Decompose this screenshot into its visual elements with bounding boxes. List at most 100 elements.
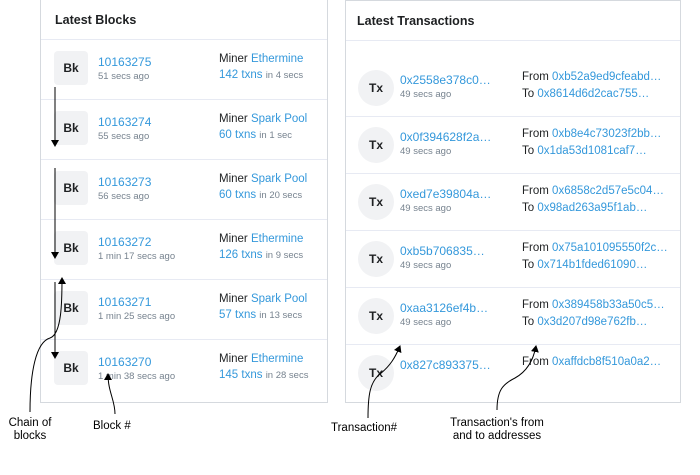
miner-label: Miner [219, 233, 248, 245]
txns-suffix: txns [235, 129, 257, 141]
transaction-to-line: To 0x1da53d1081caf7… [522, 145, 647, 157]
block-row: Bk 10163273 56 secs ago Miner Spark Pool 60 … [41, 160, 327, 220]
transaction-badge-icon: Tx [358, 355, 394, 391]
addresses-label: Transaction's from and to addresses [437, 417, 557, 443]
latest-blocks-title: Latest Blocks [41, 0, 327, 40]
miner-link[interactable]: Spark Pool [250, 293, 308, 305]
block-number-link[interactable]: 10163273 [98, 175, 152, 189]
from-address-link[interactable]: 0x389458b33a50c5… [552, 299, 665, 311]
block-number-link[interactable]: 10163270 [98, 355, 152, 369]
from-label: From [522, 71, 549, 83]
to-address-link[interactable]: 0x714b1fded61090… [537, 259, 648, 271]
txns-suffix: txns [241, 69, 263, 81]
chain-label-line1: Chain of [8, 417, 52, 429]
from-label: From [522, 128, 549, 140]
from-label: From [522, 242, 549, 254]
to-address-link[interactable]: 0x8614d6d2cac755… [537, 88, 650, 100]
miner-link[interactable]: Spark Pool [250, 113, 308, 125]
to-address-link[interactable]: 0x3d207d98e762fb… [537, 316, 648, 328]
block-miner-line: Miner Ethermine [219, 233, 303, 245]
miner-link[interactable]: Ethermine [250, 233, 304, 245]
chain-label-line2: blocks [13, 430, 47, 442]
transaction-badge-icon: Tx [358, 127, 394, 163]
block-badge-icon: Bk [54, 111, 88, 145]
from-address-link[interactable]: 0x6858c2d57e5c04… [552, 185, 664, 197]
to-address-link[interactable]: 0x1da53d1081caf7… [537, 145, 647, 157]
txns-count: 57 [219, 309, 232, 321]
block-age: 51 secs ago [98, 71, 150, 82]
block-txns-line: 60 txns in 1 sec [219, 129, 292, 141]
transaction-age: 49 secs ago [400, 89, 452, 100]
from-address-link[interactable]: 0xb8e4c73023f2bb… [552, 128, 662, 140]
txns-link[interactable]: 126 txns [219, 249, 262, 261]
block-age: 56 secs ago [98, 191, 150, 202]
block-age: 1 min 25 secs ago [98, 311, 176, 322]
from-label: From [522, 299, 549, 311]
block-badge-icon: Bk [54, 351, 88, 385]
addresses-label-line2: and to addresses [452, 430, 542, 442]
transaction-hash-link[interactable]: 0x0f394628f2a… [400, 130, 492, 144]
to-address-link[interactable]: 0x98ad263a95f1ab… [537, 202, 648, 214]
block-number-link[interactable]: 10163275 [98, 55, 152, 69]
block-time: in 4 secs [265, 70, 304, 81]
transaction-badge-icon: Tx [358, 241, 394, 277]
txns-link[interactable]: 142 txns [219, 69, 262, 81]
transaction-hash-link[interactable]: 0xaa3126ef4b… [400, 301, 489, 315]
transaction-age: 49 secs ago [400, 146, 452, 157]
block-txns-line: 60 txns in 20 secs [219, 189, 302, 201]
transaction-hash-link[interactable]: 0xed7e39804a… [400, 187, 492, 201]
txns-suffix: txns [235, 309, 257, 321]
transaction-hash-link[interactable]: 0x827c893375… [400, 358, 491, 372]
block-miner-line: Miner Spark Pool [219, 293, 307, 305]
addresses-label-line1: Transaction's from [450, 417, 544, 429]
txns-link[interactable]: 60 txns [219, 189, 256, 201]
block-number-label: Block # [93, 420, 131, 432]
transaction-hash-link[interactable]: 0x2558e378c0… [400, 73, 491, 87]
chain-of-blocks-label: Chain of blocks [3, 417, 57, 443]
block-number-link[interactable]: 10163272 [98, 235, 152, 249]
txns-count: 126 [219, 249, 239, 261]
transaction-badge-icon: Tx [358, 184, 394, 220]
block-time: in 13 secs [259, 310, 303, 321]
txns-suffix: txns [241, 369, 263, 381]
block-badge-icon: Bk [54, 231, 88, 265]
from-address-link[interactable]: 0x75a101095550f2c… [552, 242, 668, 254]
transaction-from-line: From 0xb52a9ed9cfeabd… [522, 71, 661, 83]
txns-link[interactable]: 60 txns [219, 129, 256, 141]
transaction-from-line: From 0xaffdcb8f510a0a2… [522, 356, 661, 368]
block-miner-line: Miner Ethermine [219, 353, 303, 365]
block-row: Bk 10163274 55 secs ago Miner Spark Pool 60 … [41, 100, 327, 160]
txns-link[interactable]: 145 txns [219, 369, 262, 381]
block-age: 55 secs ago [98, 131, 150, 142]
from-address-link[interactable]: 0xb52a9ed9cfeabd… [552, 71, 662, 83]
from-address-link[interactable]: 0xaffdcb8f510a0a2… [552, 356, 662, 368]
miner-label: Miner [219, 113, 248, 125]
transaction-hash-link[interactable]: 0xb5b706835… [400, 244, 485, 258]
to-label: To [522, 316, 535, 328]
block-number-link[interactable]: 10163274 [98, 115, 152, 129]
block-time: in 1 sec [259, 130, 293, 141]
block-miner-line: Miner Ethermine [219, 53, 303, 65]
transaction-badge-icon: Tx [358, 70, 394, 106]
miner-link[interactable]: Spark Pool [250, 173, 308, 185]
miner-link[interactable]: Ethermine [250, 53, 304, 65]
transaction-age: 49 secs ago [400, 203, 452, 214]
block-badge-icon: Bk [54, 171, 88, 205]
block-miner-line: Miner Spark Pool [219, 173, 307, 185]
block-row: Bk 10163270 1 min 38 secs ago Miner Ethermi… [41, 340, 327, 400]
txns-suffix: txns [241, 249, 263, 261]
block-number-link[interactable]: 10163271 [98, 295, 152, 309]
txns-link[interactable]: 57 txns [219, 309, 256, 321]
transaction-age: 49 secs ago [400, 317, 452, 328]
transaction-number-label: Transaction# [331, 422, 398, 434]
transaction-badge-icon: Tx [358, 298, 394, 334]
block-time: in 9 secs [265, 250, 304, 261]
block-age: 1 min 38 secs ago [98, 371, 176, 382]
miner-link[interactable]: Ethermine [250, 353, 304, 365]
